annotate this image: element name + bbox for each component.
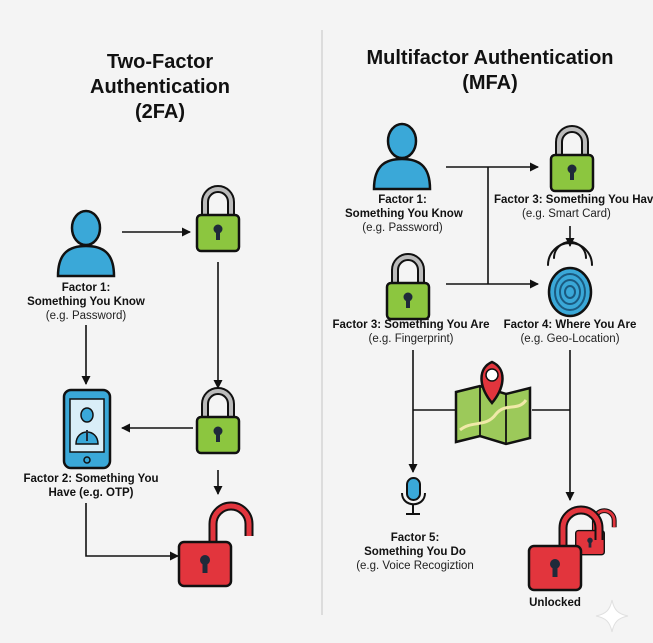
left-factor2-label: Factor 2: Something You Have (e.g. OTP): [23, 473, 159, 499]
person-icon: [56, 209, 116, 278]
padlock-icon: [387, 257, 429, 319]
microphone-icon: [401, 477, 426, 515]
right-factor3-are-label: Factor 3: Something You Are (e.g. Finger…: [332, 319, 490, 345]
unlocked-label: Unlocked: [529, 597, 581, 609]
person-icon: [372, 122, 432, 191]
padlock-icon: [551, 129, 593, 191]
right-factor3-have-label: Factor 3: Something You Hav (e.g. Smart …: [494, 194, 653, 220]
right-title: Multifactor Authentication (MFA): [366, 47, 614, 94]
padlock-icon: [197, 189, 239, 251]
left-arrows: [81, 227, 223, 561]
column-divider: [321, 30, 323, 615]
map-pin-icon: [454, 360, 532, 446]
unlocked-padlock-icon: [179, 506, 249, 586]
fingerprint-icon: [547, 241, 593, 318]
right-factor4-label: Factor 4: Where You Are (e.g. Geo-Locati…: [503, 319, 637, 345]
padlock-icon: [197, 391, 239, 453]
left-factor1-label: Factor 1: Something You Know (e.g. Passw…: [27, 282, 145, 322]
left-title: Two-Factor Authentication (2FA): [90, 51, 230, 123]
right-factor1-label: Factor 1: Something You Know (e.g. Passw…: [345, 194, 463, 234]
smartphone-icon: [62, 388, 112, 470]
sparkle-icon: [595, 599, 629, 633]
right-factor5-label: Factor 5: Something You Do (e.g. Voice R…: [356, 532, 474, 572]
